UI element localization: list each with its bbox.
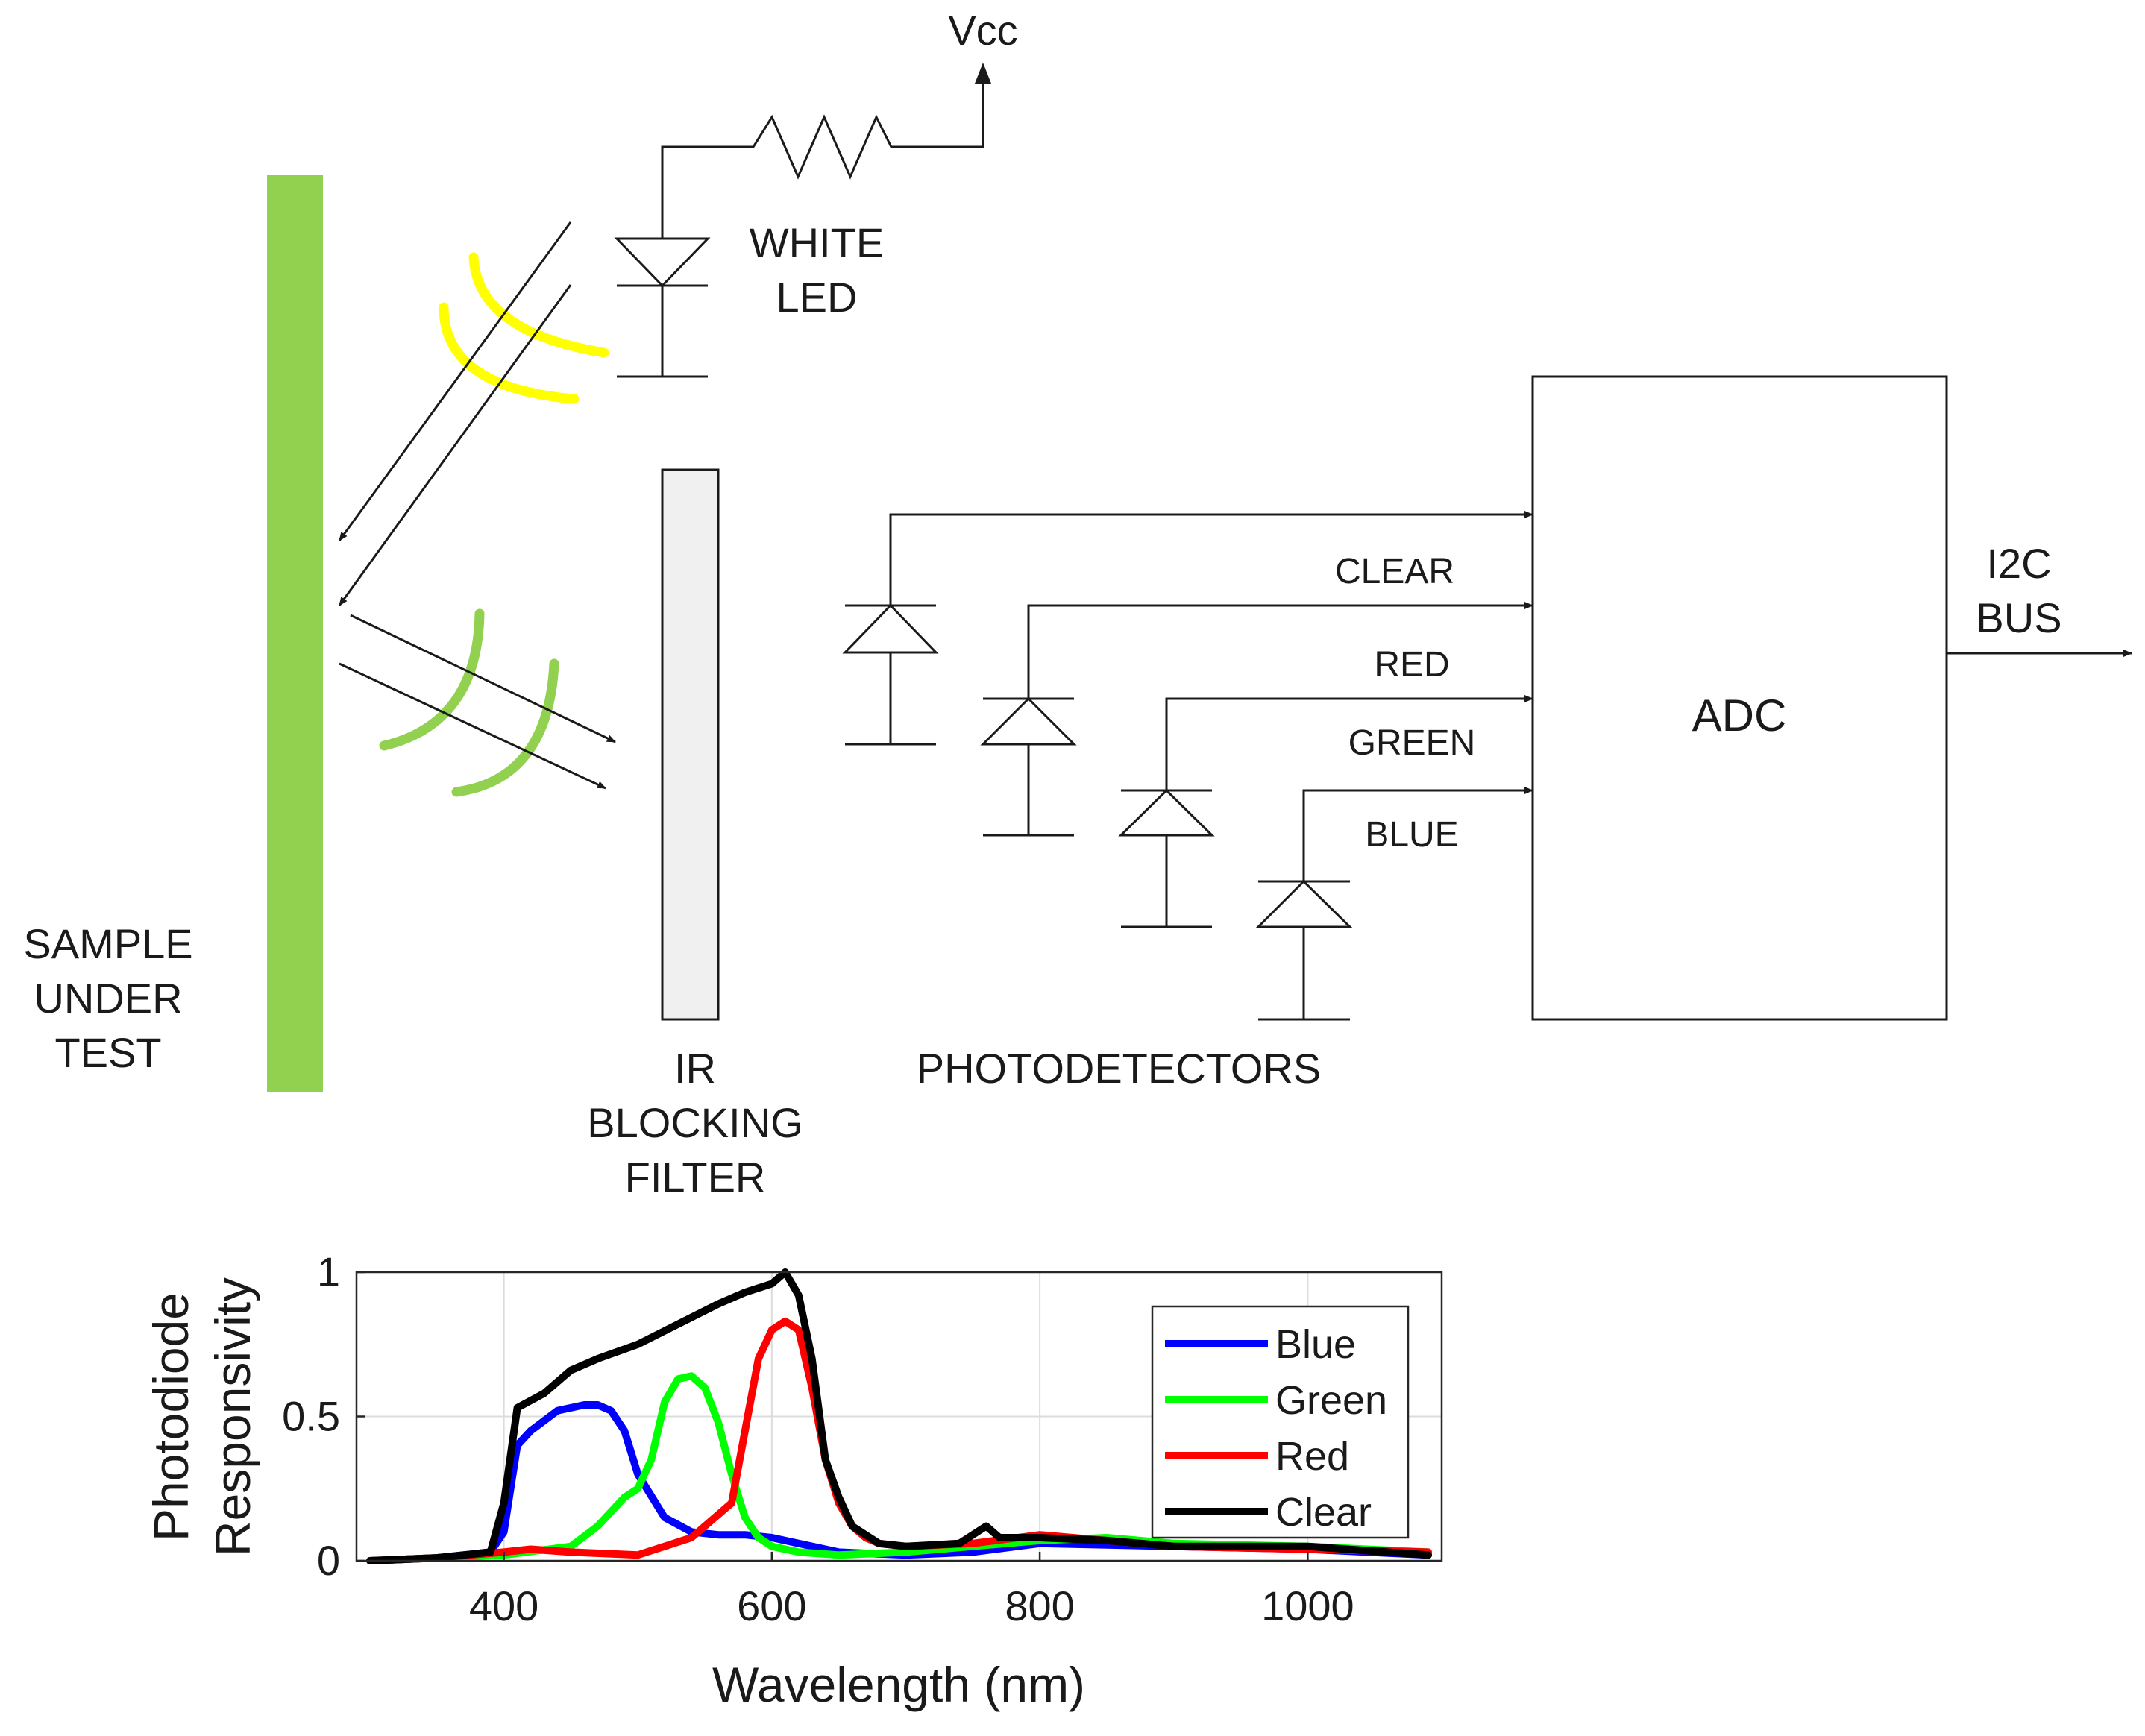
photodetector-clear <box>842 511 1533 746</box>
bus-label-line-1: I2C <box>1986 540 2051 587</box>
red-signal-wire <box>1027 602 1533 699</box>
clear-signal-wire <box>889 511 1533 606</box>
x-tick-label: 800 <box>1005 1582 1074 1629</box>
photodetector-green <box>1118 695 1533 928</box>
photodiode-icon <box>842 603 939 654</box>
emitted-light-wave-2 <box>439 302 580 404</box>
y-tick-label: 1 <box>317 1248 340 1295</box>
reflected-ray-1 <box>350 614 616 743</box>
vcc-wire <box>661 67 984 239</box>
green-signal-wire <box>1165 695 1533 790</box>
filter-label-line-2: BLOCKING <box>587 1099 803 1146</box>
x-tick-label: 600 <box>737 1582 806 1629</box>
series-line-green <box>366 1372 1432 1564</box>
chart-ticks: 400 600 800 1000 0 0.5 1 <box>282 1248 1354 1629</box>
photodetector-red <box>980 602 1533 837</box>
channel-label-red: RED <box>1374 645 1449 685</box>
sample-label-line-3: TEST <box>54 1029 161 1076</box>
responsivity-chart: 400 600 800 1000 0 0.5 1 Wavelength (nm) Photo… <box>143 1248 1443 1712</box>
filter-label-line-3: FILTER <box>625 1154 766 1201</box>
ir-blocking-filter <box>661 468 720 1021</box>
legend-label-clear: Clear <box>1275 1490 1372 1535</box>
legend-label-green: Green <box>1275 1378 1387 1423</box>
filter-label-line-1: IR <box>674 1045 716 1092</box>
vcc-arrow-icon <box>975 63 991 84</box>
photodiode-icon <box>1255 879 1353 928</box>
incident-ray-2 <box>338 284 572 606</box>
y-axis-label-line-1: Photodiode <box>143 1292 198 1541</box>
photodetectors-label: PHOTODETECTORS <box>917 1045 1321 1092</box>
led-label-line-1: WHITE <box>750 219 884 266</box>
sample-under-test <box>267 175 323 1092</box>
led-supply-circuit: Vcc <box>661 7 1018 239</box>
series-line-red <box>366 1317 1432 1564</box>
chart-series <box>366 1268 1432 1564</box>
photodiode-icon <box>980 696 1077 746</box>
led-label-line-2: LED <box>776 274 858 321</box>
series-line-clear <box>366 1268 1432 1564</box>
y-axis-label-line-2: Responsivity <box>205 1277 260 1556</box>
channel-label-blue: BLUE <box>1365 815 1458 855</box>
white-led: WHITE LED <box>614 219 884 378</box>
legend-label-red: Red <box>1275 1434 1349 1479</box>
sample-label-line-1: SAMPLE <box>23 920 192 967</box>
series-line-blue <box>366 1401 1432 1564</box>
reflected-light-wave-1 <box>379 608 485 751</box>
sample-label-line-2: UNDER <box>34 975 182 1022</box>
y-tick-label: 0.5 <box>282 1393 340 1440</box>
legend-label-blue: Blue <box>1275 1322 1356 1367</box>
reflected-light-wave-2 <box>451 658 559 797</box>
adc-label: ADC <box>1692 691 1787 740</box>
emitted-light-wave-1 <box>468 252 609 358</box>
y-tick-label: 0 <box>317 1537 340 1584</box>
x-axis-label: Wavelength (nm) <box>712 1657 1085 1712</box>
reflected-light <box>339 608 616 797</box>
bus-label-line-2: BUS <box>1976 594 2061 641</box>
reflected-ray-2 <box>339 662 606 790</box>
channel-label-green: GREEN <box>1348 723 1476 763</box>
vcc-label: Vcc <box>948 7 1017 54</box>
x-tick-label: 1000 <box>1261 1582 1354 1629</box>
led-diode-icon <box>614 237 711 288</box>
incident-ray-1 <box>338 221 572 541</box>
emitted-light <box>338 221 609 606</box>
system-diagram: SAMPLE UNDER TEST Vcc WHITE LED <box>23 7 2132 1201</box>
channel-label-clear: CLEAR <box>1335 552 1454 591</box>
blue-signal-wire <box>1302 787 1533 881</box>
x-tick-label: 400 <box>469 1582 538 1629</box>
photodetector-blue <box>1255 787 1533 1021</box>
photodiode-icon <box>1118 788 1215 837</box>
adc-block <box>1531 375 1948 1021</box>
